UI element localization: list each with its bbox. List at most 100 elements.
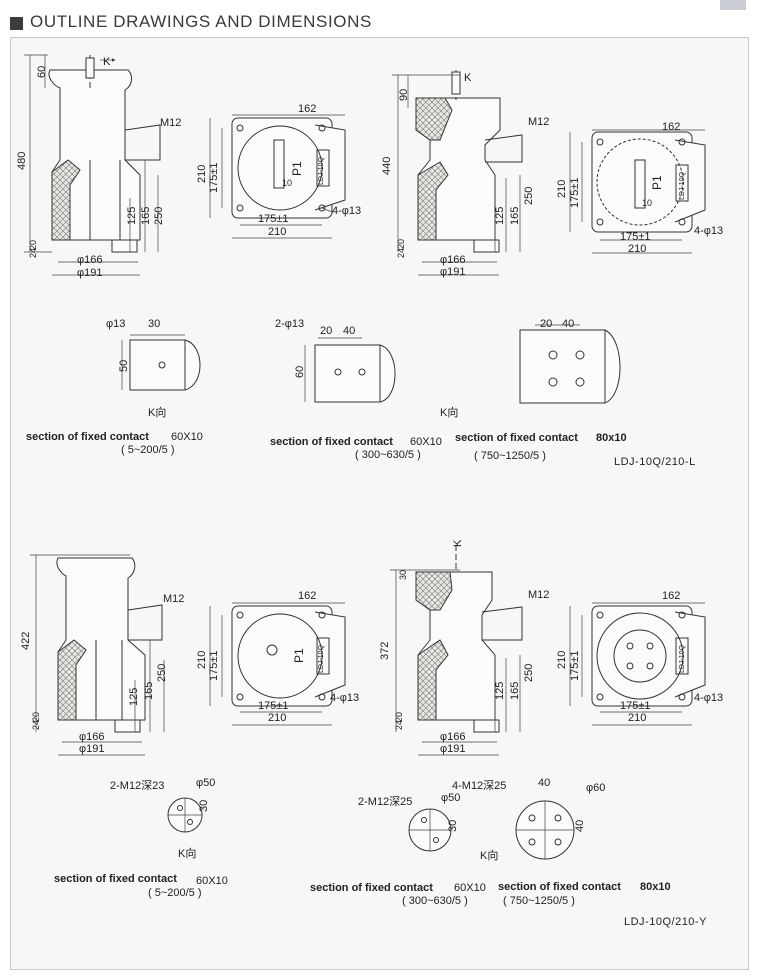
bottom-right-plan-175: 175±1 bbox=[569, 650, 581, 681]
top-right-plan-175: 175±1 bbox=[569, 177, 581, 208]
bottom-right-m12-label: M12 bbox=[528, 589, 550, 601]
bottom-left-dim-125: 125 bbox=[128, 687, 140, 706]
bottom-k-dir-1: K向 bbox=[178, 848, 197, 860]
top-right-plan-210: 210 bbox=[556, 179, 568, 198]
top-left-dim-165: 165 bbox=[140, 206, 152, 225]
top-k2-2phi13: 2-φ13 bbox=[275, 318, 305, 330]
top-right-plan-10: 10 bbox=[642, 198, 653, 208]
bottom-left-plan-175w: 175±1 bbox=[258, 700, 289, 712]
bottom-k-views bbox=[167, 797, 575, 860]
top-right-side-view bbox=[392, 70, 523, 276]
bottom-right-plan-162: 162 bbox=[662, 590, 681, 602]
bottom-k1-phi50: φ50 bbox=[196, 777, 216, 789]
top-k1-phi13: φ13 bbox=[106, 318, 126, 330]
top-section-2-range: ( 300~630/5 ) bbox=[355, 449, 421, 461]
bottom-right-dim-24: 24 bbox=[394, 719, 404, 730]
bottom-right-side-view bbox=[390, 545, 523, 756]
top-left-plan-210: 210 bbox=[196, 164, 208, 183]
top-left-dim-250: 250 bbox=[153, 206, 165, 225]
top-left-plan-175w: 175±1 bbox=[258, 213, 289, 225]
top-right-plan-162: 162 bbox=[662, 121, 681, 133]
top-k1-30: 30 bbox=[148, 318, 161, 330]
bottom-k3-40b: 40 bbox=[574, 819, 586, 832]
top-right-dim-90: 90 bbox=[398, 88, 410, 101]
bottom-k2-phi50: φ50 bbox=[441, 792, 461, 804]
top-section-2-spec: 60X10 bbox=[410, 436, 442, 448]
top-k3-20: 20 bbox=[540, 318, 553, 330]
top-section-3-spec: 80x10 bbox=[596, 432, 627, 444]
corner-decoration bbox=[720, 0, 746, 10]
bottom-right-phi166: φ166 bbox=[440, 731, 466, 743]
top-left-plan-210w: 210 bbox=[268, 226, 287, 238]
top-section-1-label: section of fixed contact bbox=[26, 431, 149, 443]
bottom-right-dim-250: 250 bbox=[523, 663, 535, 682]
top-left-m12-label: M12 bbox=[160, 117, 182, 129]
bottom-k-dir-2: K向 bbox=[480, 850, 499, 862]
bottom-k3-thread: 4-M12深25 bbox=[452, 780, 507, 792]
bottom-right-plan-210w: 210 bbox=[628, 712, 647, 724]
top-k2-20: 20 bbox=[320, 325, 333, 337]
bottom-model-label: LDJ-10Q/210-Y bbox=[624, 916, 707, 928]
bottom-left-dim-422: 422 bbox=[20, 631, 32, 650]
bottom-right-plan-210: 210 bbox=[556, 650, 568, 669]
bottom-left-plan-holes: 4-φ13 bbox=[330, 692, 360, 704]
top-right-phi191: φ191 bbox=[440, 266, 466, 278]
top-left-plan-view bbox=[209, 114, 346, 239]
bottom-right-dim-165: 165 bbox=[509, 681, 521, 700]
top-left-phi191: φ191 bbox=[77, 267, 103, 279]
bottom-left-plan-162: 162 bbox=[298, 590, 317, 602]
page-title: OUTLINE DRAWINGS AND DIMENSIONS bbox=[30, 12, 372, 31]
bottom-right-plan-view bbox=[569, 602, 706, 726]
top-right-phi166: φ166 bbox=[440, 254, 466, 266]
bottom-left-dim-165: 165 bbox=[143, 681, 155, 700]
bottom-section-2-spec: 60X10 bbox=[454, 882, 486, 894]
bottom-left-plan-p1: P1 bbox=[292, 648, 306, 663]
bottom-right-dim-372: 372 bbox=[379, 641, 391, 660]
top-k-views bbox=[121, 324, 621, 404]
top-left-plan-holes: 4-φ13 bbox=[332, 205, 362, 217]
bottom-k3-40a: 40 bbox=[538, 777, 551, 789]
bottom-section-1-spec: 60X10 bbox=[196, 875, 228, 887]
bottom-k1-thread: 2-M12深23 bbox=[110, 780, 165, 792]
top-section-1-spec: 60X10 bbox=[171, 431, 203, 443]
top-left-k-label: K bbox=[103, 56, 111, 68]
bottom-k2-thread: 2-M12深25 bbox=[358, 796, 413, 808]
bottom-left-plan-210: 210 bbox=[196, 650, 208, 669]
bottom-left-m12-label: M12 bbox=[163, 593, 185, 605]
top-k2-60: 60 bbox=[294, 365, 306, 378]
bottom-k1-30: 30 bbox=[198, 799, 210, 812]
top-right-m12-label: M12 bbox=[528, 116, 550, 128]
bottom-section-3-label: section of fixed contact bbox=[498, 881, 621, 893]
section-header: OUTLINE DRAWINGS AND DIMENSIONS bbox=[0, 0, 760, 40]
top-left-side-view bbox=[24, 54, 161, 276]
bottom-left-plan-175: 175±1 bbox=[208, 650, 220, 681]
top-left-plan-nameplate: LDJ-10Q bbox=[318, 156, 325, 185]
header-square-icon bbox=[10, 17, 23, 30]
bottom-left-side-view bbox=[30, 554, 165, 756]
top-left-dim-60: 60 bbox=[36, 65, 48, 78]
bottom-left-phi166: φ166 bbox=[79, 731, 105, 743]
top-k1-50: 50 bbox=[118, 359, 130, 372]
top-right-dim-165: 165 bbox=[509, 206, 521, 225]
bottom-section-1-range: ( 5~200/5 ) bbox=[148, 887, 202, 899]
top-left-plan-p1: P1 bbox=[290, 161, 304, 176]
bottom-left-plan-nameplate: LDJ-10Q bbox=[318, 644, 325, 673]
top-left-dim-480: 480 bbox=[16, 151, 28, 170]
top-right-dim-250: 250 bbox=[523, 186, 535, 205]
bottom-right-plan-nameplate: LDJ-10Q bbox=[679, 644, 686, 673]
bottom-section-2-range: ( 300~630/5 ) bbox=[402, 895, 468, 907]
top-model-label: LDJ-10Q/210-L bbox=[614, 456, 696, 468]
bottom-right-plan-holes: 4-φ13 bbox=[694, 692, 724, 704]
top-k2-40: 40 bbox=[343, 325, 356, 337]
bottom-right-plan-175w: 175±1 bbox=[620, 700, 651, 712]
bottom-right-k-label: K bbox=[452, 539, 464, 547]
bottom-left-dim-24: 24 bbox=[31, 719, 41, 730]
bottom-left-plan-view bbox=[209, 602, 346, 726]
top-section-2-label: section of fixed contact bbox=[270, 436, 393, 448]
top-section-3-range: ( 750~1250/5 ) bbox=[474, 450, 546, 462]
top-left-phi166: φ166 bbox=[77, 254, 103, 266]
top-right-plan-210w: 210 bbox=[628, 243, 647, 255]
top-k-dir-2: K向 bbox=[440, 407, 459, 419]
top-right-k-label: K bbox=[464, 72, 472, 84]
